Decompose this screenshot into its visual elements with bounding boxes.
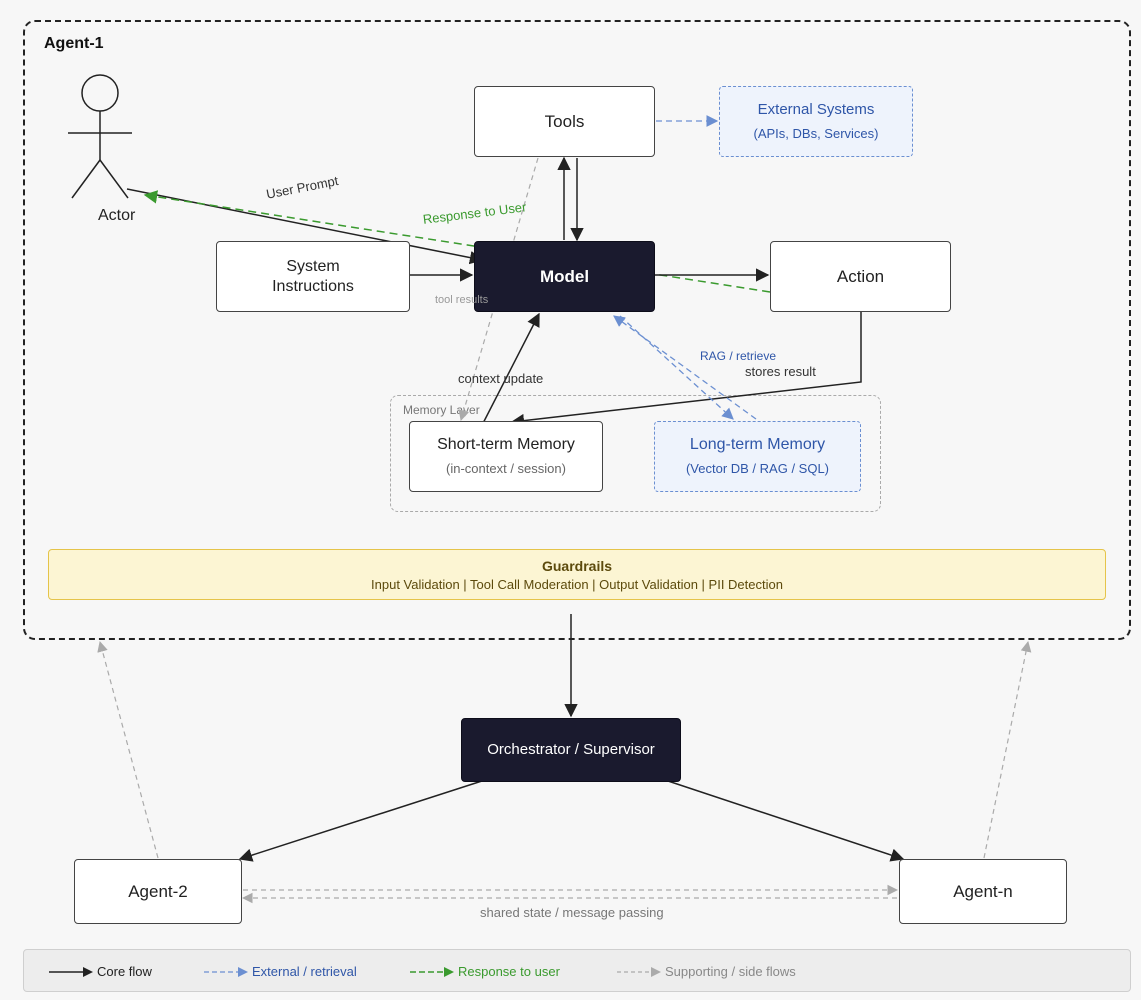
legend-supporting-label: Supporting / side flows [665,964,796,979]
agent-n-box: Agent-n [899,859,1067,924]
system-instructions-line1: System [286,257,340,275]
legend-external-label: External / retrieval [252,964,357,979]
agent2-to-agent1-arrow [97,640,159,859]
legend: Core flow External / retrieval Response … [23,949,1131,992]
stores-result-arrow [510,312,862,428]
legend-supporting-swatch [617,966,661,977]
legend-external-swatch [204,966,248,977]
agentn-to-agent1-arrow [983,640,1032,859]
legend-response-swatch [410,966,454,977]
legend-response: Response to user [410,950,560,993]
legend-core-flow: Core flow [49,950,152,993]
short-term-memory-box: Short-term Memory (in-context / session) [409,421,603,492]
context-update-label: context update [458,371,544,386]
system-instructions-line2: Instructions [272,277,354,295]
legend-external: External / retrieval [204,950,357,993]
tools-box: Tools [474,86,655,157]
action-box: Action [770,241,951,312]
orchestrator-to-agent2-arrow [238,779,486,862]
guardrails-title: Guardrails [541,557,613,574]
shared-state-label: shared state / message passing [480,905,664,920]
tool-results-label: tool results [435,294,489,306]
agent-1-frame [23,20,1131,640]
external-systems-box: External Systems (APIs, DBs, Services) [719,86,913,157]
short-term-memory-title: Short-term Memory [437,435,575,453]
orchestrator-to-agentn-arrow [664,779,905,862]
agent-2-box: Agent-2 [74,859,242,924]
actor-figure [68,74,132,199]
agent-2-label: Agent-2 [128,881,188,901]
long-term-memory-box: Long-term Memory (Vector DB / RAG / SQL) [654,421,861,492]
guardrails-items: Input Validation | Tool Call Moderation … [371,576,783,592]
agent-n-label: Agent-n [953,881,1013,901]
long-term-memory-subtitle: (Vector DB / RAG / SQL) [685,460,830,476]
legend-core-swatch [49,966,93,977]
memory-layer-frame [390,395,881,512]
external-systems-subtitle: (APIs, DBs, Services) [753,125,879,141]
agent-1-title: Agent-1 [44,35,104,52]
external-systems-title: External Systems [757,100,875,118]
system-instructions-box: System Instructions [216,241,410,312]
legend-core-label: Core flow [97,964,152,979]
action-label: Action [836,266,885,286]
stores-result-label: stores result [745,364,816,379]
context-update-arrow [476,312,540,436]
actor-label: Actor [98,207,136,224]
rag-retrieve-label: RAG / retrieve [700,349,777,363]
guardrails-box: Guardrails Input Validation | Tool Call … [48,549,1106,600]
legend-response-label: Response to user [458,964,560,979]
short-term-memory-subtitle: (in-context / session) [446,460,566,476]
tools-label: Tools [544,111,585,131]
rag-retrieve-arrow [619,315,734,420]
orchestrator-box: Orchestrator / Supervisor [461,718,681,782]
model-label: Model [539,266,590,286]
legend-supporting: Supporting / side flows [617,950,796,993]
rag-return-arrow [613,315,757,420]
response-to-user-arrow [143,190,771,293]
orchestrator-label: Orchestrator / Supervisor [487,741,655,758]
model-box: Model [474,241,655,312]
long-term-memory-title: Long-term Memory [689,435,826,453]
